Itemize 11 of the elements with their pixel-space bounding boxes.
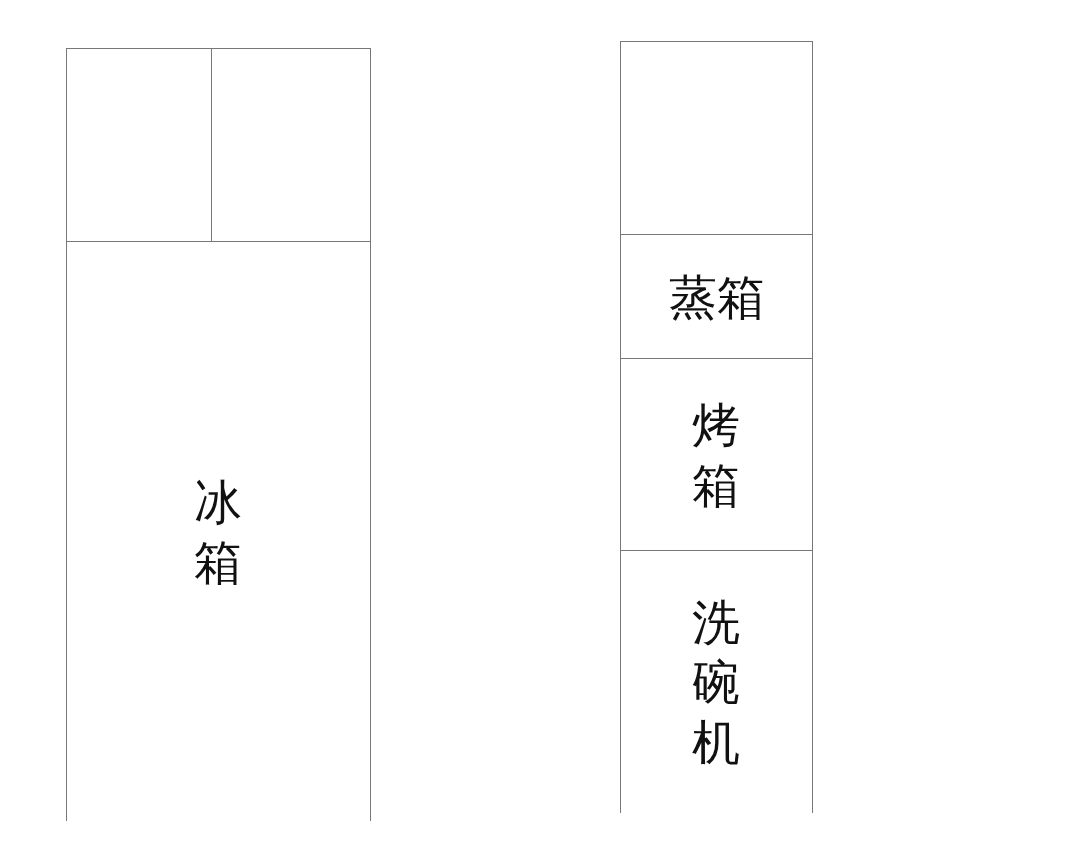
cabinet-box — [620, 41, 813, 235]
cabinet-box — [620, 550, 813, 813]
cabinet-box — [620, 358, 813, 551]
cabinet-box — [211, 48, 371, 242]
appliance-label: 洗碗机 — [691, 593, 742, 772]
appliance-label: 冰箱 — [193, 472, 244, 592]
cabinet-box — [66, 48, 212, 242]
appliance-label: 蒸箱 — [668, 267, 765, 327]
cabinet-box — [620, 234, 813, 359]
cabinet-box — [66, 241, 371, 821]
appliance-label: 烤箱 — [691, 395, 742, 515]
